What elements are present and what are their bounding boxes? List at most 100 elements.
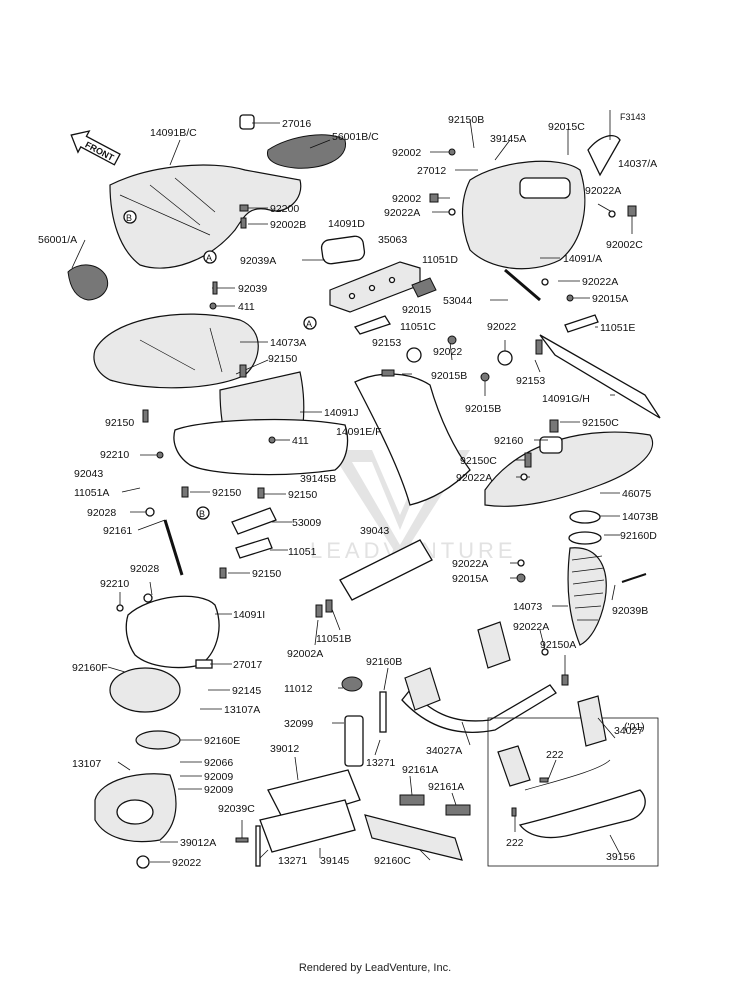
label-92022b: 92022 [433,346,462,358]
bolt-92039B [621,573,647,583]
panel-14091D [320,235,366,265]
label-92161Ab: 92161A [428,781,464,793]
washer-92022 [136,855,150,869]
gasket-39145 [259,799,356,853]
leader-lines [71,110,633,863]
plate-39043 [339,539,433,601]
label-92043: 92043 [74,468,103,480]
label-32099: 32099 [284,718,313,730]
ring-14073B [569,510,601,524]
label-92015a: 92015 [402,304,431,316]
label-92022Ab: 92022A [585,185,621,197]
label-92002b: 92002 [392,193,421,205]
fasteners [116,148,637,867]
label-39145: 39145 [320,855,349,867]
label-92150C: 92150C [582,417,619,429]
label-39043: 39043 [360,525,389,537]
part-11051C [353,315,391,335]
label-11051B: 11051B [316,633,351,645]
label-11012: 11012 [284,683,313,695]
label-92160D: 92160D [620,530,657,542]
label-92022Ad: 92022A [456,472,492,484]
label-11051A: 11051A [74,487,109,499]
label-92160E: 92160E [204,735,240,747]
part-labels: 14091B/C 27016 56001B/C 92200 92002B 560… [38,114,658,869]
label-53044: 53044 [443,295,472,307]
label-92150c: 92150 [212,487,241,499]
label-92160C: 92160C [374,855,411,867]
cap-11012 [341,676,363,692]
label-39012A: 39012A [180,837,216,849]
label-39145A: 39145A [490,133,526,145]
label-14091BC: 14091B/C [150,127,197,139]
footer-credit: Rendered by LeadVenture, Inc. [298,962,452,974]
label-14091I: 14091I [233,609,265,621]
callout-A2: A [306,319,312,329]
label-92150a: 92150 [268,353,297,365]
label-27017 [195,659,213,669]
label-53009: 53009 [292,517,321,529]
callout-A1: A [206,253,212,263]
label-92009a: 92009 [204,771,233,783]
collar-92160 [539,436,563,454]
label-11051E: 11051E [600,322,635,334]
pad-92160C [364,814,463,861]
label-56001A: 56001/A [38,234,77,246]
label-92039B: 92039B [612,605,648,617]
hose-14073 [567,547,607,646]
label-92160B: 92160B [366,656,402,668]
label-92028b: 92028 [130,563,159,575]
handle-34027 [518,789,646,839]
label-92210a: 92210 [100,449,129,461]
label-92161: 92161 [103,525,132,537]
label-92160F: 92160F [72,662,108,674]
tray-39012 [267,769,361,824]
part-drawings [67,114,661,869]
label-411b: 411 [292,435,309,447]
label-92002a: 92002 [392,147,421,159]
label-92022a: 92022 [172,857,201,869]
label-92002A: 92002A [287,648,323,660]
label-39145B: 39145B [300,473,336,485]
label-13271a: 13271 [366,757,395,769]
label-14073A: 14073A [270,337,306,349]
pad-92160E [135,730,181,750]
label-92039C: 92039C [218,803,255,815]
label-92150A: 92150A [540,639,576,651]
label-13107A: 13107A [224,704,260,716]
label-92150e: 92150 [252,568,281,580]
label-92145: 92145 [232,685,261,697]
pad-92161A-a [399,794,425,806]
label-27016: 27016 [282,118,311,130]
label-27012: 27012 [417,165,446,177]
label-92015C: 92015C [548,121,585,133]
part-11051D [411,277,437,298]
label-39012: 39012 [270,743,299,755]
label-14073B: 14073B [622,511,658,523]
label-92150d: 92150 [288,489,317,501]
label-14091EF: 14091E/F [336,426,382,438]
intake-14073A [93,313,259,389]
diagram-code: F3143 [620,112,646,122]
label-14073: 14073 [513,601,542,613]
label-46075: 46075 [622,488,651,500]
handle-34027A [401,684,557,733]
label-14037A: 14037/A [618,158,657,170]
label-year-01: ('01) [624,721,645,733]
label-14091GH: 14091G/H [542,393,590,405]
rod-53044 [504,268,541,302]
label-27017: 27017 [233,659,262,671]
filter-32099 [344,715,364,767]
label-92160: 92160 [494,435,523,447]
front-arrow-icon: FRONT [70,130,121,166]
label-92150b: 92150 [105,417,134,429]
pad-92161A-b [445,804,471,816]
label-35063: 35063 [378,234,407,246]
bracket-53009 [231,507,277,535]
label-11051: 11051 [288,546,317,558]
label-92150B: 92150B [448,114,484,126]
label-222b: 222 [506,837,524,849]
strip-14037A [587,135,621,177]
label-92153b: 92153 [516,375,545,387]
label-92022Af: 92022A [513,621,549,633]
